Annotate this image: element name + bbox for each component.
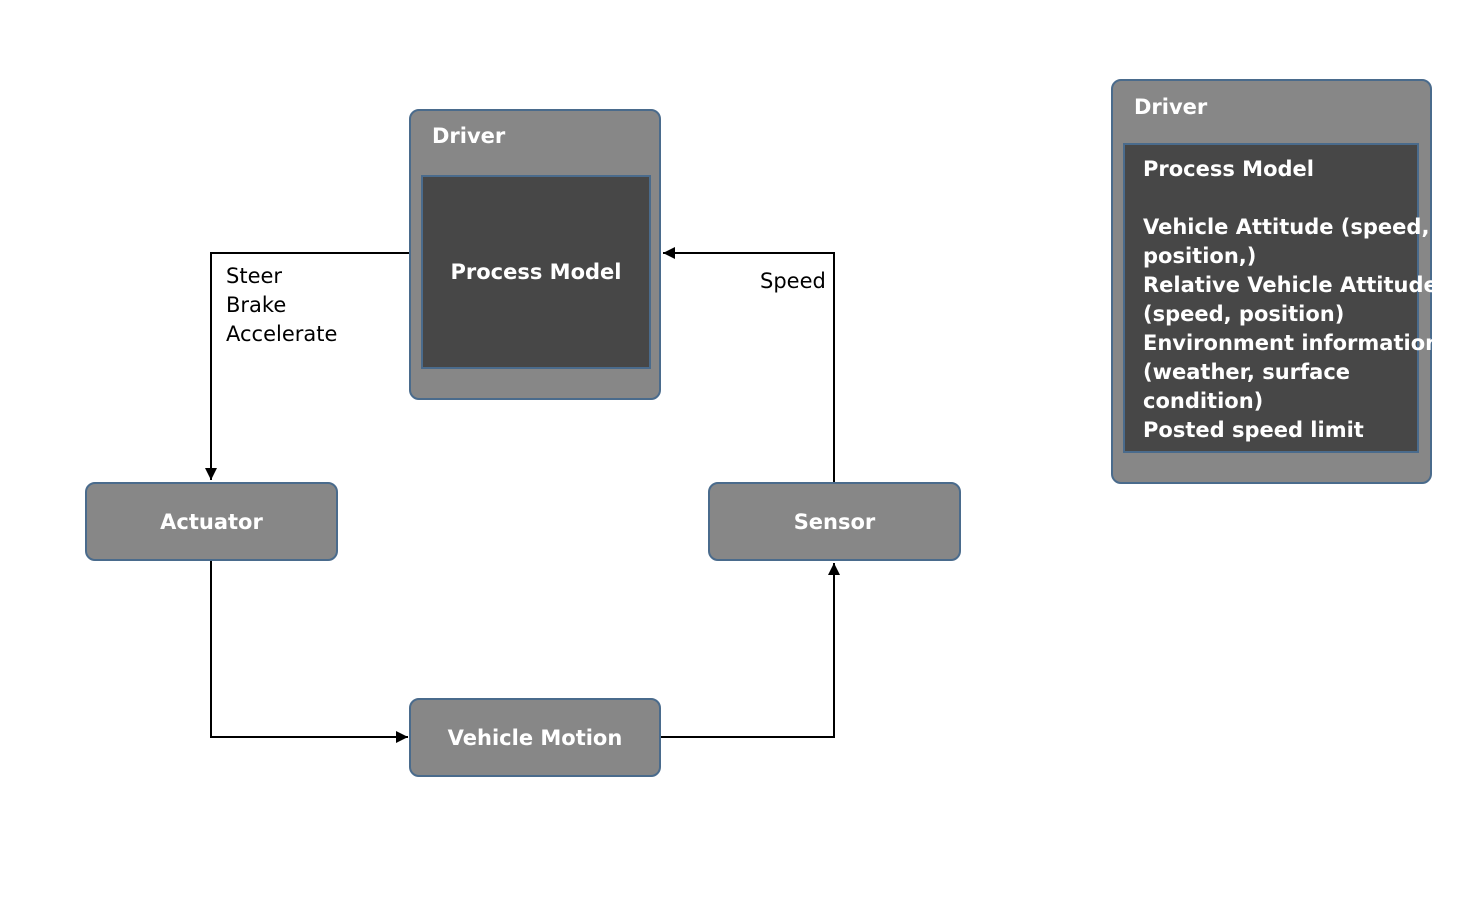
legend-spacer (1143, 184, 1440, 213)
vehicle-motion-box: Vehicle Motion (409, 698, 661, 777)
actuator-to-motion-connector (210, 561, 408, 743)
driver-box: Driver Process Model (409, 109, 661, 400)
motion-to-sensor-connector (661, 563, 840, 738)
legend-line: Vehicle Attitude (speed, (1143, 215, 1430, 239)
actuator-label: Actuator (160, 509, 263, 534)
process-model-box: Process Model (421, 175, 651, 369)
legend-line: Relative Vehicle Attitude (1143, 273, 1438, 297)
legend-process-model-content: Process Model Vehicle Attitude (speed, p… (1143, 155, 1440, 445)
legend-line: Environment information (1143, 331, 1441, 355)
feedback-connector (663, 247, 835, 482)
legend-driver-title: Driver (1134, 95, 1208, 119)
legend-line: condition) (1143, 389, 1264, 413)
control-action-accelerate: Accelerate (226, 322, 338, 346)
control-action-connector (205, 252, 410, 480)
vehicle-motion-label: Vehicle Motion (447, 725, 623, 750)
control-action-steer: Steer (226, 264, 283, 288)
feedback-label: Speed (760, 269, 826, 293)
process-model-label: Process Model (450, 260, 622, 284)
sensor-label: Sensor (793, 509, 876, 534)
legend-process-model-heading: Process Model (1143, 157, 1314, 181)
legend-line: (speed, position) (1143, 302, 1345, 326)
legend-driver-box: Driver Process Model Vehicle Attitude (s… (1111, 79, 1440, 484)
legend-process-model-box: Process Model Vehicle Attitude (speed, p… (1123, 143, 1440, 453)
control-action-brake: Brake (226, 293, 287, 317)
sensor-box: Sensor (708, 482, 961, 561)
legend-line: (weather, surface (1143, 360, 1351, 384)
control-actions-label: Steer Brake Accelerate (226, 262, 337, 349)
legend-line: position,) (1143, 244, 1257, 268)
actuator-box: Actuator (85, 482, 338, 561)
driver-title: Driver (432, 124, 506, 148)
legend-line: Posted speed limit (1143, 418, 1364, 442)
